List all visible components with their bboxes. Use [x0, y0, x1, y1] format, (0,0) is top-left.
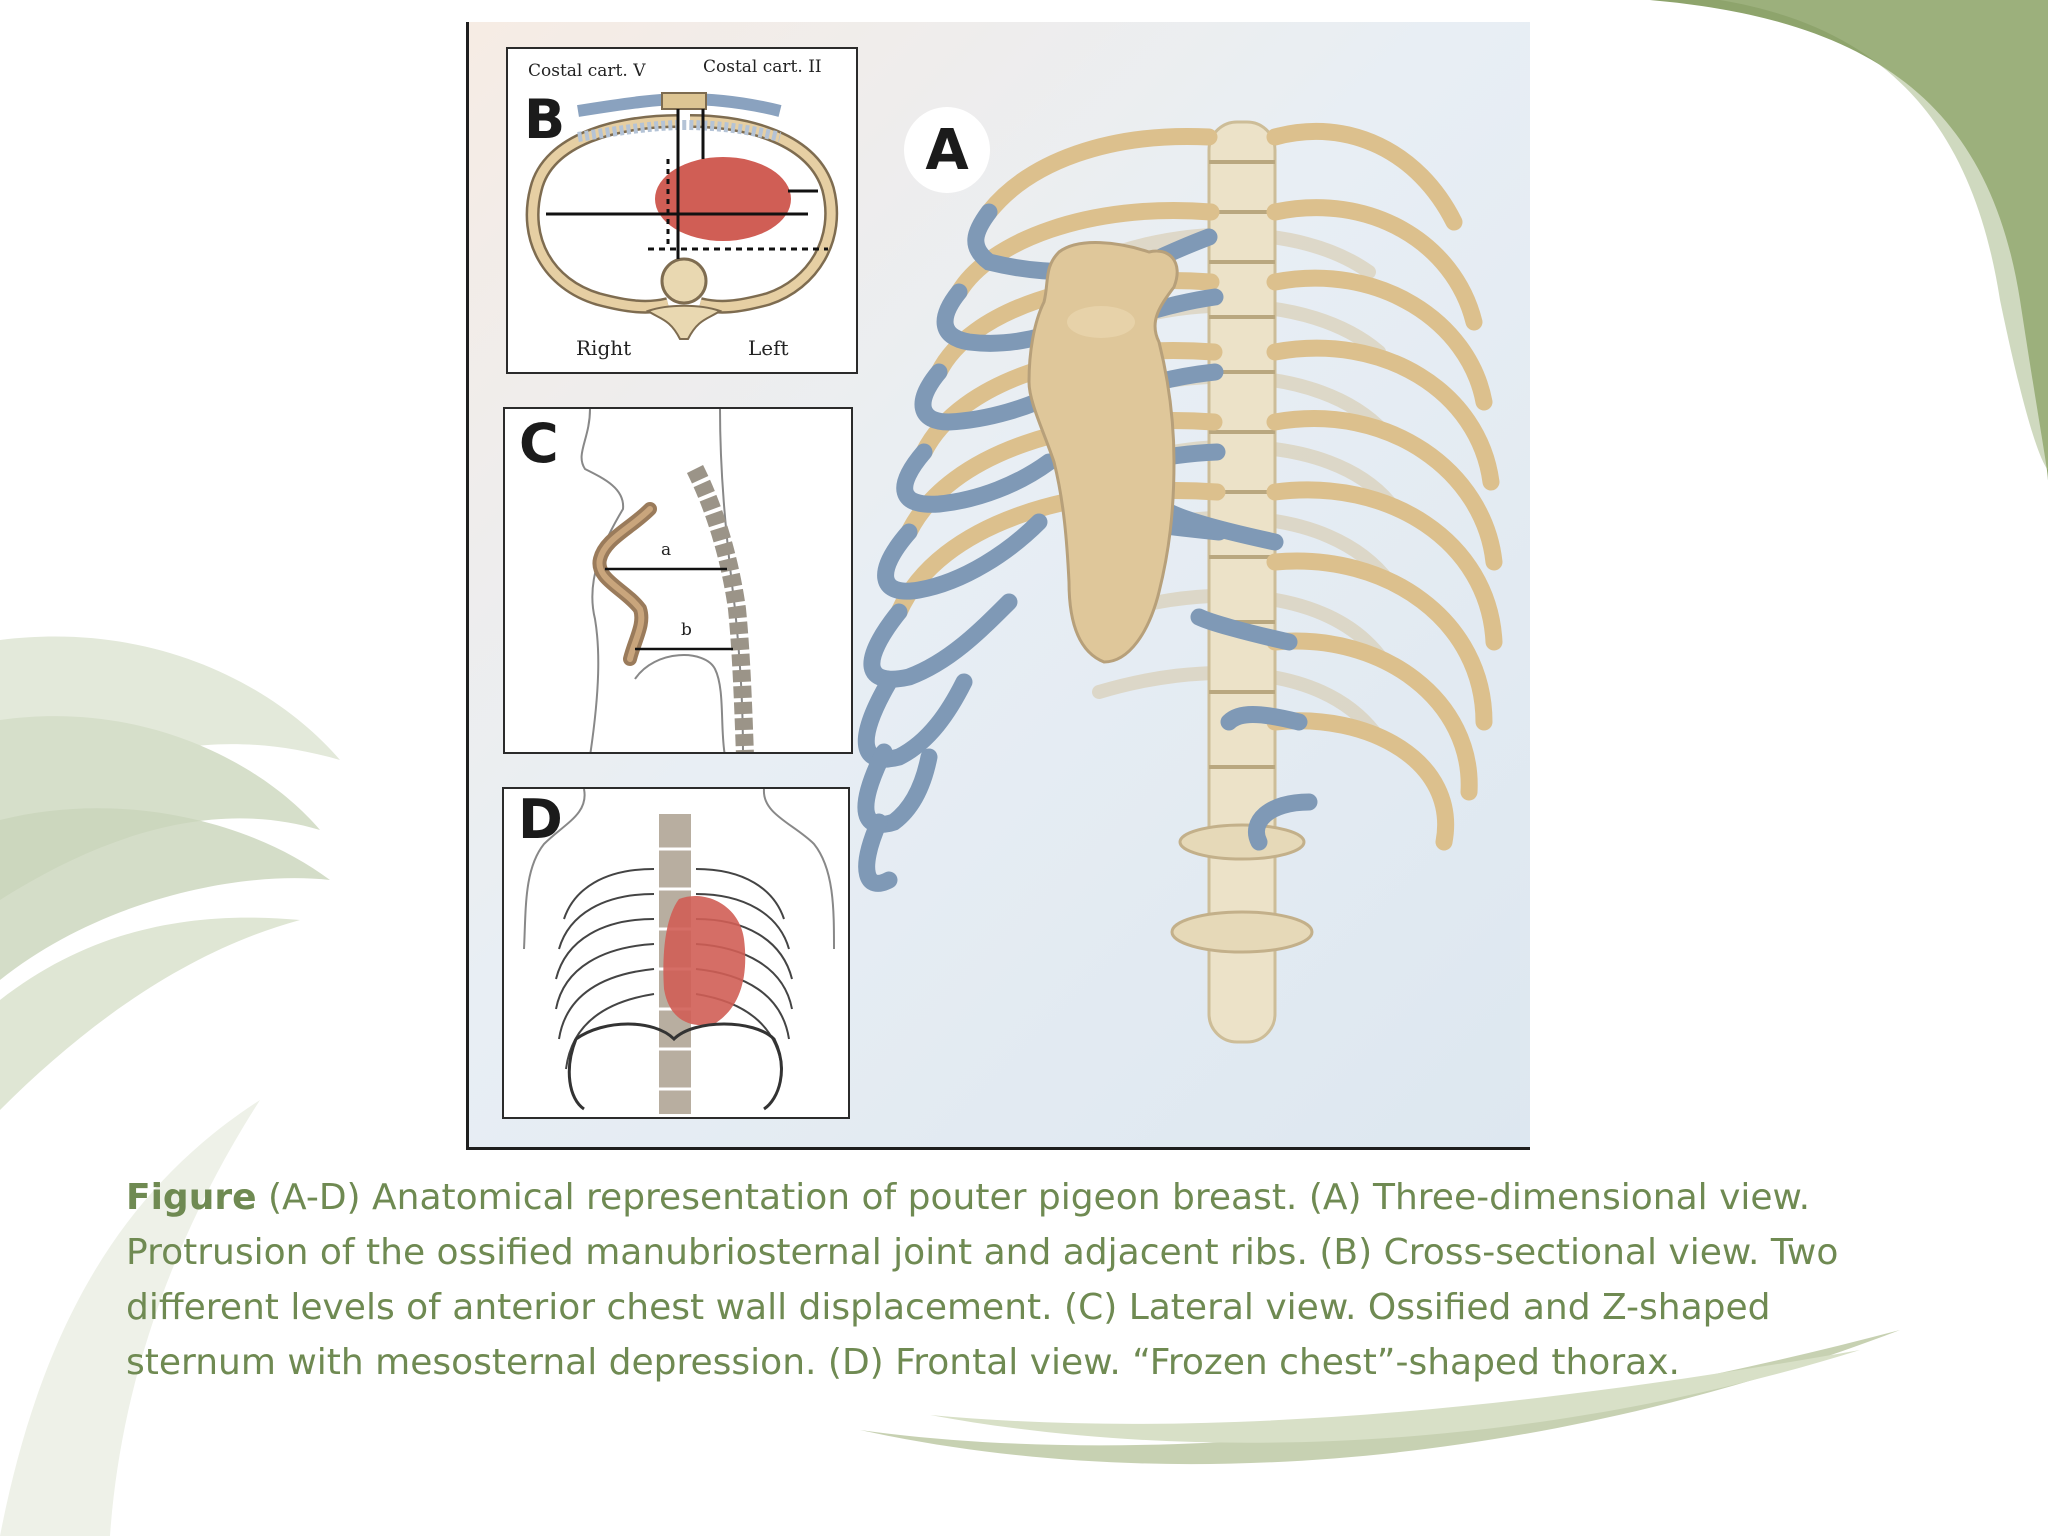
caption-line-4: sternum with mesosternal depression. (D)… [126, 1342, 1680, 1383]
panel-d-frontal-view: D [502, 787, 850, 1119]
sternum [1027, 241, 1179, 664]
panel-b-cross-section: B Costal cart. V Costal cart. II Right L… [506, 47, 858, 374]
caption-line-3: different levels of anterior chest wall … [126, 1287, 1771, 1328]
panel-c-lateral-view: C a b [503, 407, 853, 754]
left-side-label: Left [748, 336, 789, 360]
anatomical-figure: A B [466, 22, 1530, 1150]
panel-a-rib-cage-illustration [857, 120, 1503, 1044]
caption-line-2: Protrusion of the ossified manubriostern… [126, 1232, 1839, 1273]
measure-b-label: b [681, 620, 692, 640]
right-side-label: Right [576, 336, 632, 360]
panel-c-letter: C [519, 412, 559, 475]
panel-a-label-badge: A [904, 107, 990, 193]
measure-a-label: a [661, 540, 672, 560]
costal-cart-ii-label: Costal cart. II [703, 57, 822, 77]
heart-shape [655, 157, 791, 241]
heart-shape-frontal [663, 895, 746, 1026]
costal-cart-v-label: Costal cart. V [528, 61, 646, 81]
panel-a-letter: A [925, 117, 969, 183]
caption-line-1: Figure (A-D) Anatomical representation o… [126, 1170, 1946, 1225]
panel-b-letter: B [524, 88, 566, 151]
panel-b-cross-section-drawing [525, 92, 839, 340]
figure-caption: Figure (A-D) Anatomical representation o… [126, 1170, 1946, 1390]
caption-line-1-text: (A-D) Anatomical representation of poute… [256, 1177, 1811, 1218]
panel-d-frontal-drawing [523, 789, 835, 1114]
caption-lead: Figure [126, 1177, 257, 1218]
panel-c-lateral-drawing [580, 409, 754, 752]
panel-d-letter: D [518, 788, 563, 851]
vertebral-column [1170, 120, 1314, 1044]
